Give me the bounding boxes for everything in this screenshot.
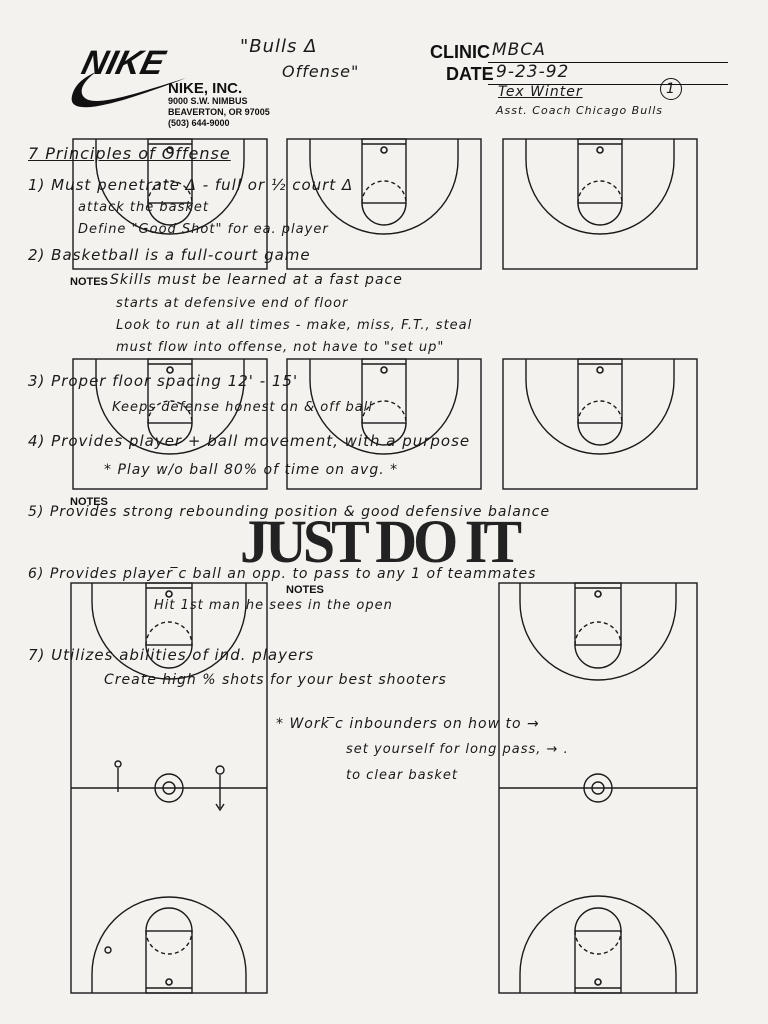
principle-3-detail: Keeps defense honest on & off ball [112, 400, 373, 415]
doc-title-line1: "Bulls Δ [240, 36, 318, 57]
doc-title-line2: Offense" [282, 62, 360, 81]
principle-6-detail: Hit 1st man he sees in the open [154, 598, 393, 613]
full-court-diagram-right [498, 582, 698, 994]
principle-2: 2) Basketball is a full-court game [28, 246, 311, 264]
full-court-diagram-left [70, 582, 268, 994]
principle-6: 6) Provides player ̅c ball an opp. to pa… [28, 566, 537, 582]
principle-7-detail: Create high % shots for your best shoote… [104, 672, 447, 688]
half-court-diagram [72, 358, 268, 490]
principle-5: 5) Provides strong rebounding position &… [28, 504, 551, 520]
half-court-diagram [502, 138, 698, 270]
logo-wordmark: NIKE [78, 44, 170, 81]
principle-2-detail: starts at defensive end of floor [116, 296, 349, 311]
principle-2-detail: Look to run at all times - make, miss, F… [116, 318, 473, 333]
author-name: Tex Winter [498, 84, 583, 100]
principle-7: 7) Utilizes abilities of ind. players [28, 646, 315, 664]
address-line-1: 9000 S.W. NIMBUS [168, 96, 248, 106]
half-court-diagram [72, 138, 268, 270]
just-do-it-slogan: JUST DO IT [240, 507, 522, 576]
clinic-label: CLINIC [430, 42, 490, 62]
swoosh-icon: NIKE [71, 44, 186, 108]
player-marker [114, 760, 122, 768]
principle-2-detail: Skills must be learned at a fast pace [110, 272, 403, 288]
notes-label: NOTES [286, 584, 324, 596]
address-line-2: BEAVERTON, OR 97005 [168, 107, 270, 117]
clinic-value: MBCA [492, 40, 546, 60]
date-value: 9-23-92 [496, 62, 570, 82]
page-number: 1 [660, 78, 682, 100]
inbounder-tip: * Work ̅c inbounders on how to → [276, 716, 540, 732]
notes-label: NOTES [70, 276, 108, 288]
principle-4-detail: * Play w/o ball 80% of time on avg. * [104, 462, 399, 478]
notes-label: NOTES [70, 496, 108, 508]
principle-3: 3) Proper floor spacing 12' - 15' [28, 372, 299, 390]
principle-1-detail: attack the basket [78, 200, 210, 215]
half-court-diagram [286, 358, 482, 490]
phone: (503) 644-9000 [168, 118, 230, 128]
date-underline [488, 84, 728, 85]
principle-1: 1) Must penetrate Δ - full or ½ court Δ [28, 176, 354, 194]
inbounder-tip: to clear basket [346, 768, 458, 783]
author-role: Asst. Coach Chicago Bulls [496, 104, 664, 117]
principles-heading: 7 Principles of Offense [28, 144, 231, 163]
inbounder-tip: set yourself for long pass, → . [346, 742, 569, 757]
half-court-diagram [502, 358, 698, 490]
player-marker [215, 765, 225, 775]
date-label: DATE [446, 64, 494, 84]
clinic-underline [488, 62, 728, 63]
player-marker [104, 946, 112, 954]
principle-2-detail: must flow into offense, not have to "set… [116, 340, 445, 355]
principle-1-detail: Define "Good Shot" for ea. player [78, 222, 329, 237]
half-court-diagram [286, 138, 482, 270]
principle-4: 4) Provides player + ball movement, with… [28, 432, 471, 450]
nike-logo: NIKE [68, 34, 188, 114]
company-name: NIKE, INC. [168, 80, 243, 97]
